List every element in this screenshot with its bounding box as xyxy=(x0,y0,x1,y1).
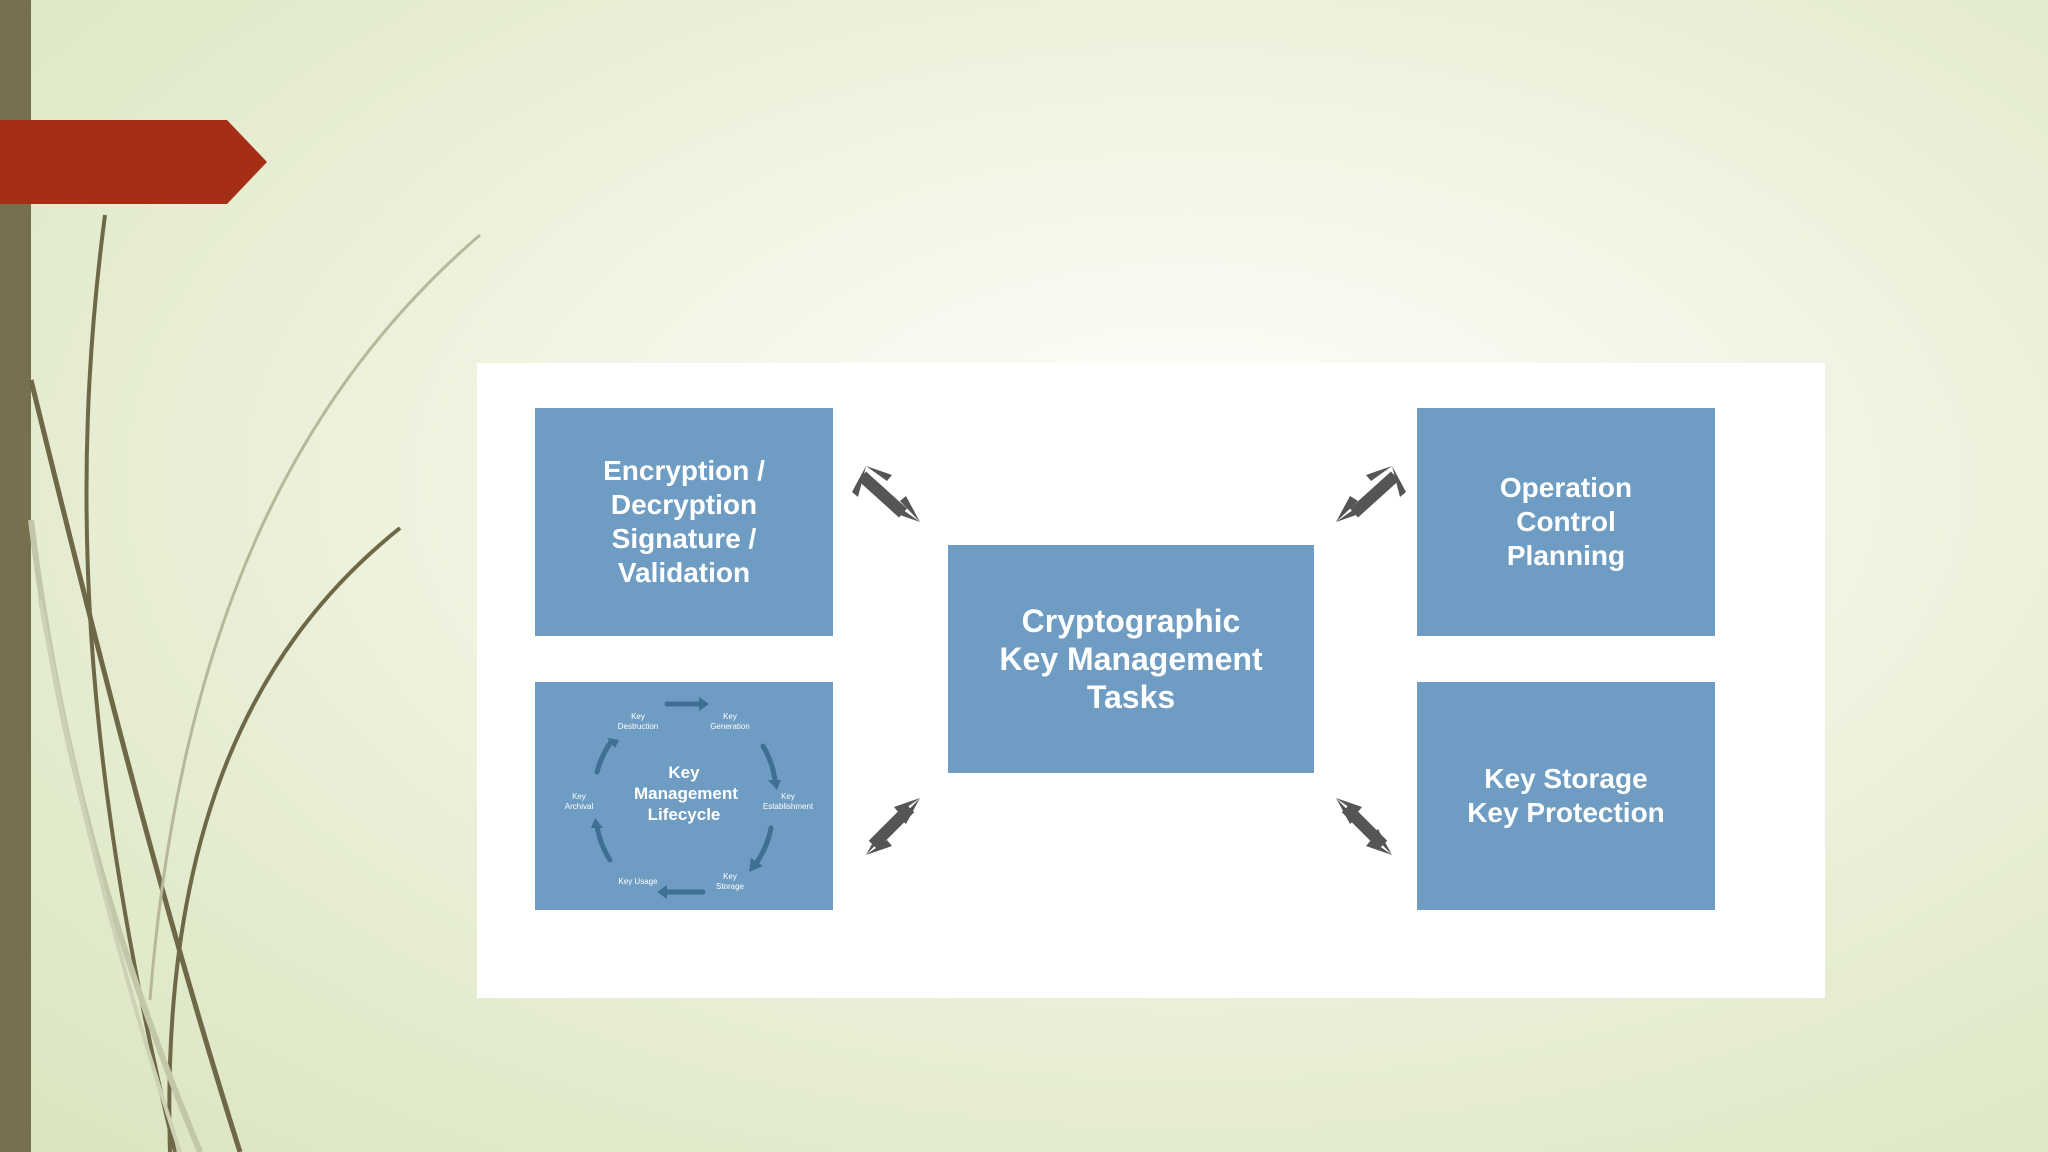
arrow-bottom-right xyxy=(1336,798,1392,855)
decorative-swoosh xyxy=(28,214,481,1152)
box-encryption-decryption: Encryption / Decryption Signature / Vali… xyxy=(535,408,833,636)
stage-archival: Key Archival xyxy=(564,792,594,811)
stage-storage: Key Storage xyxy=(715,872,745,891)
stage-usage: Key Usage xyxy=(618,877,658,886)
box-operation-control: Operation Control Planning xyxy=(1417,408,1715,636)
arrow-top-left xyxy=(852,466,920,522)
title-ribbon xyxy=(0,120,267,204)
stage-establishment: Key Establishment xyxy=(762,792,814,811)
box-key-management-tasks: Cryptographic Key Management Tasks xyxy=(948,545,1314,773)
box-key-lifecycle: Key Destruction Key Generation Key Estab… xyxy=(535,682,833,910)
box-storage-label: Key Storage Key Protection xyxy=(1467,763,1665,828)
arrow-top-right xyxy=(1336,466,1406,522)
diagram-panel: Encryption / Decryption Signature / Vali… xyxy=(477,363,1825,998)
lifecycle-center-label: Key Management Lifecycle xyxy=(634,763,738,824)
lifecycle-cycle-arrows xyxy=(591,697,781,899)
box-key-storage: Key Storage Key Protection xyxy=(1417,682,1715,910)
box-encryption-label: Encryption / Decryption Signature / Vali… xyxy=(603,455,765,588)
stage-generation: Key Generation xyxy=(710,712,750,731)
arrow-bottom-left xyxy=(866,798,920,855)
box-center-label: Cryptographic Key Management Tasks xyxy=(999,603,1263,715)
box-operation-label: Operation Control Planning xyxy=(1499,472,1633,571)
stage-destruction: Key Destruction xyxy=(617,712,659,731)
